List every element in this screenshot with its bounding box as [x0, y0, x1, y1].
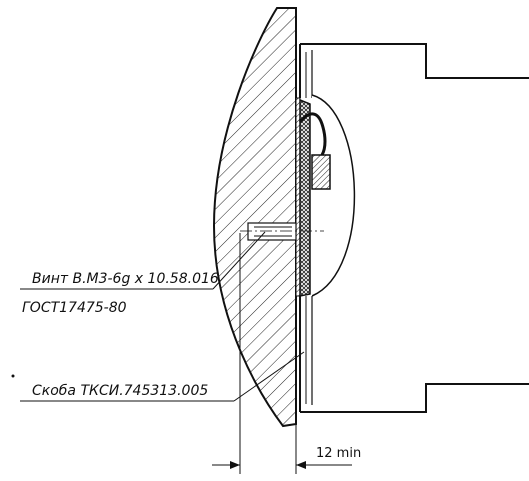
dimension-text: 12 min	[316, 446, 361, 461]
dome-cover	[311, 94, 356, 297]
panel-wall-section	[212, 7, 297, 428]
stray-dot	[11, 374, 15, 378]
screw-label-line2: ГОСТ17475-80	[22, 300, 127, 316]
bracket-insert	[295, 97, 331, 297]
leader-lines	[20, 231, 305, 402]
screw-label-line1: Винт В.М3-6g x 10.58.016	[32, 271, 219, 287]
dimension-12min	[212, 233, 352, 474]
bracket-label: Скоба ТКСИ.745313.005	[32, 383, 208, 399]
screw	[240, 222, 324, 241]
